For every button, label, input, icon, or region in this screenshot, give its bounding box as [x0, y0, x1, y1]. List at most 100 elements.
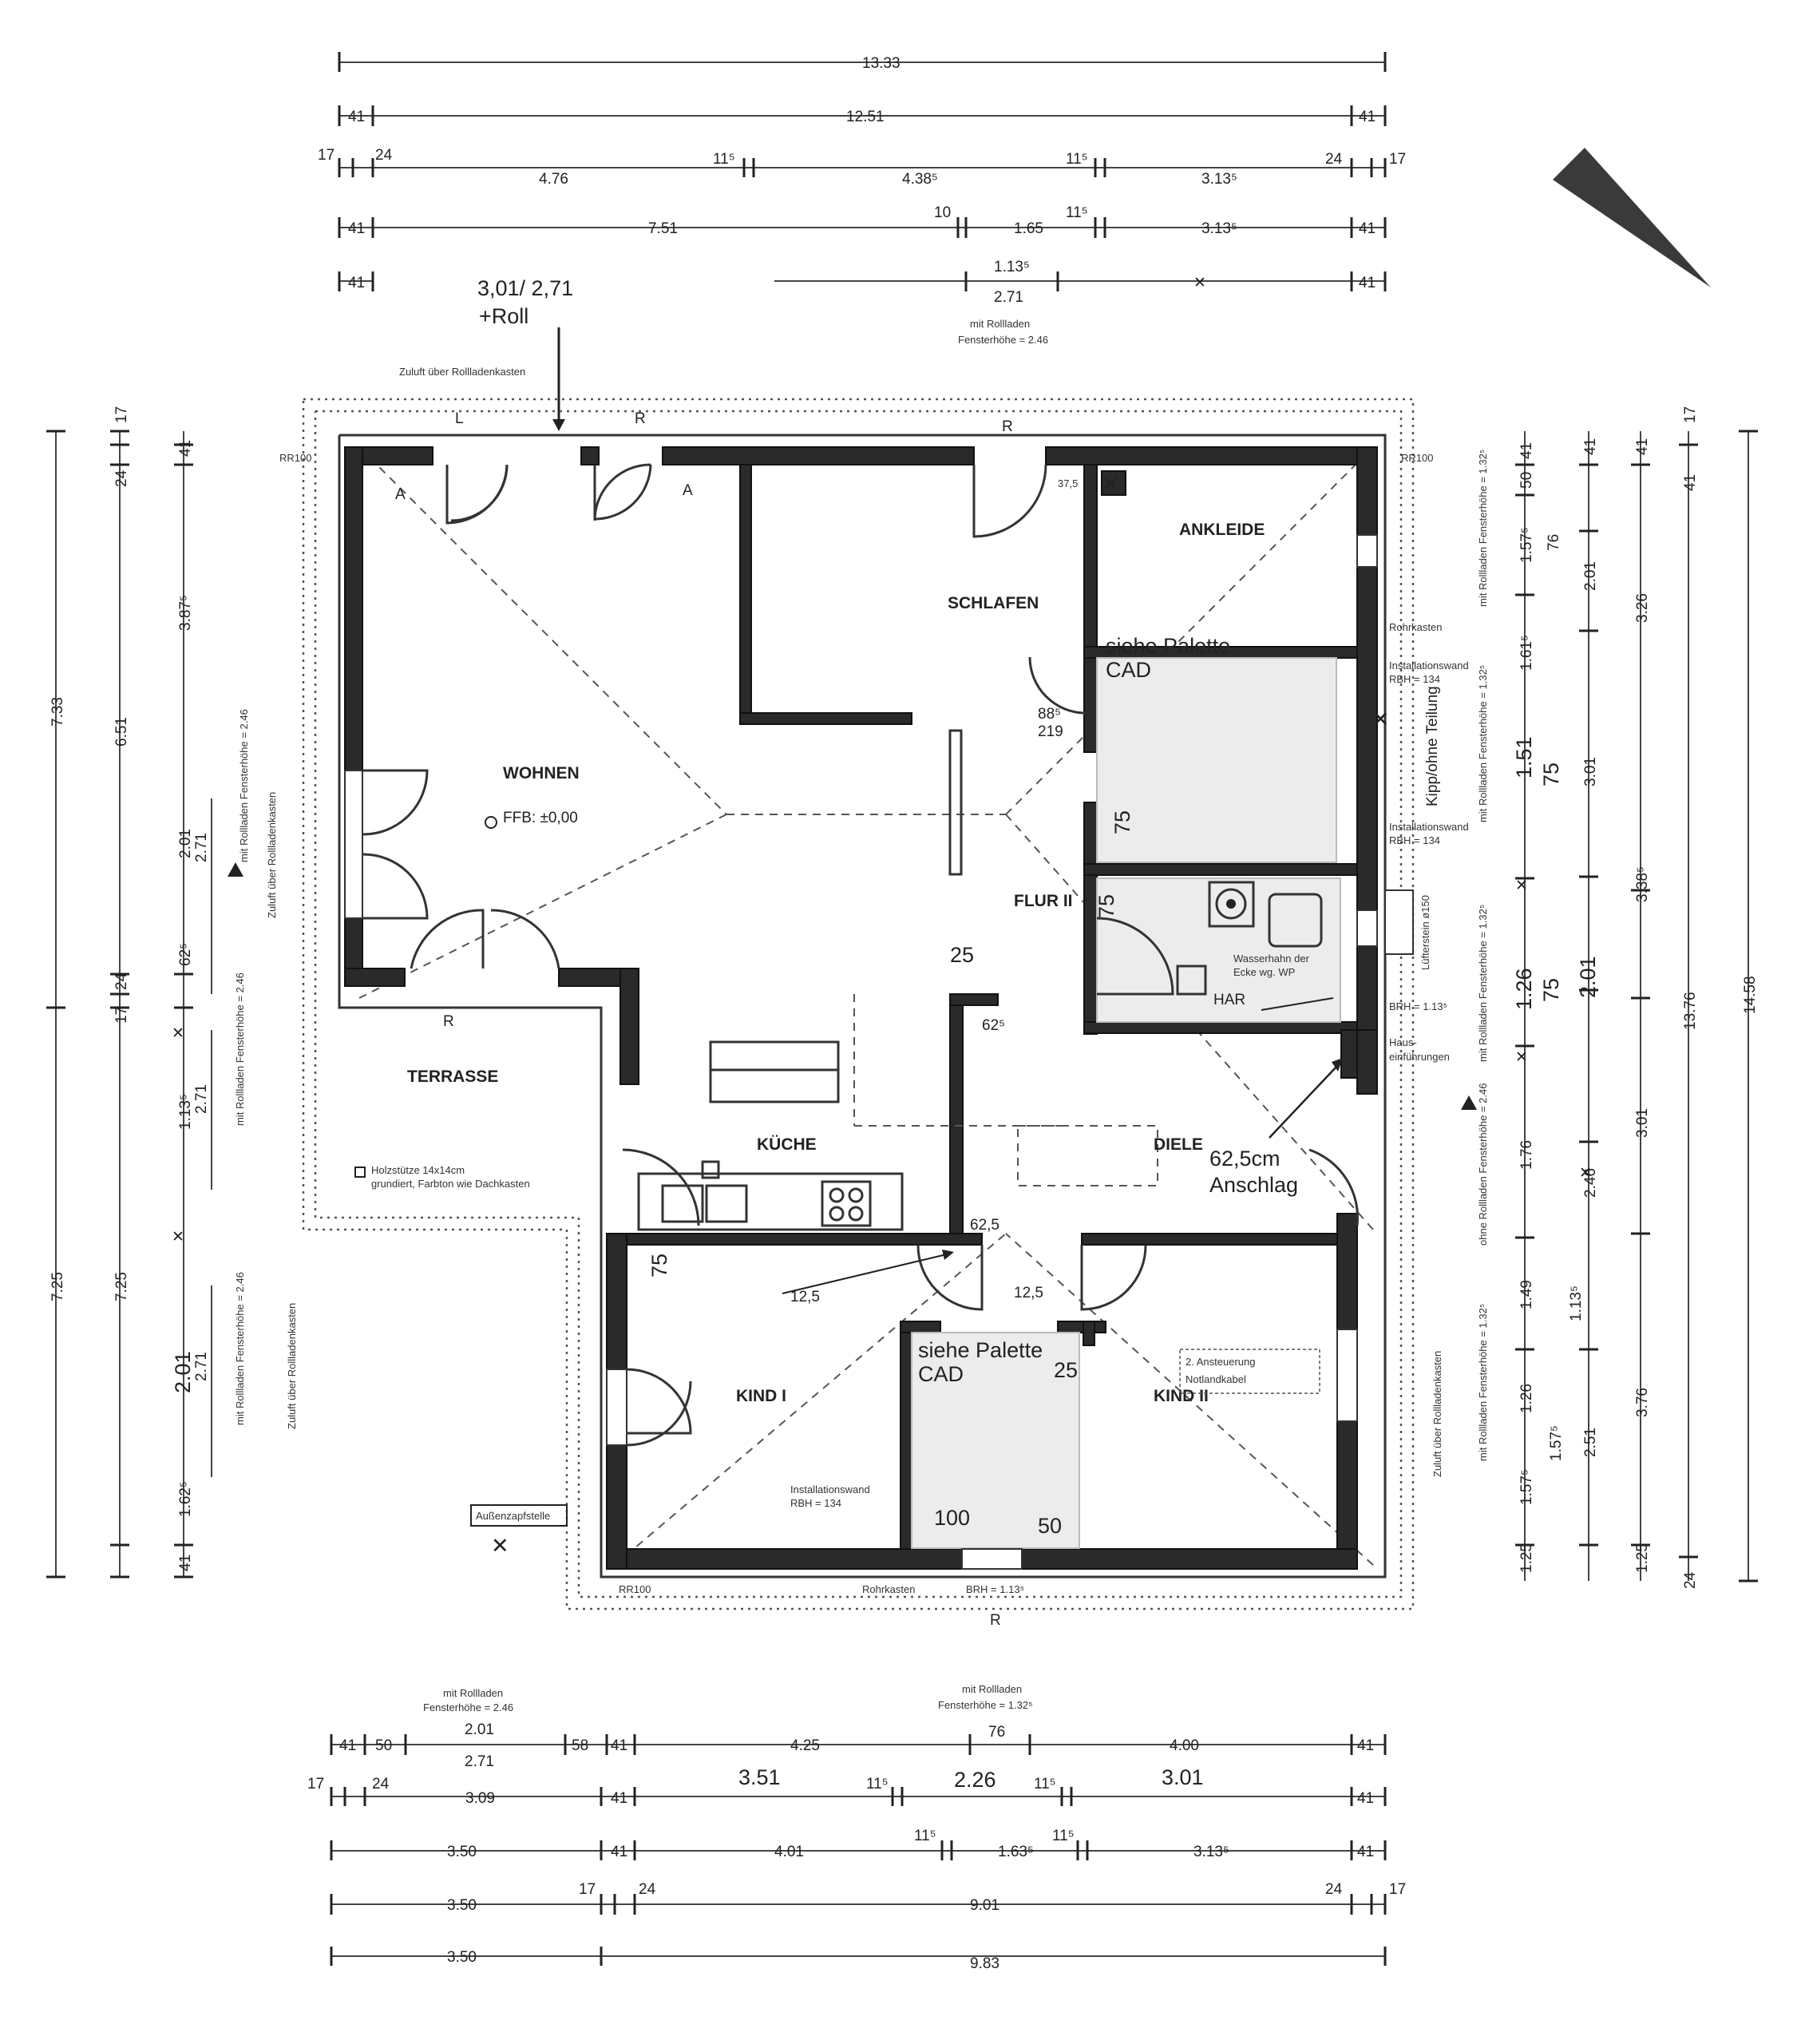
hausein-label-2: einführungen: [1389, 1051, 1450, 1063]
x-marker-1: ✕: [1102, 472, 1120, 496]
dim-b3-b: 41: [611, 1844, 627, 1860]
dim-b4-f: 17: [1389, 1881, 1406, 1898]
dim-l-271b: 2.71: [193, 1084, 210, 1114]
dim-r-41b: 1.25: [1634, 1543, 1651, 1573]
ffb-label: FFB: ±0,00: [503, 810, 578, 826]
anschlag-label: 62,5cm: [1209, 1147, 1281, 1171]
dim-b2-b: 24: [372, 1776, 390, 1792]
dim-r3-149: 1.49: [1518, 1280, 1535, 1309]
dim-t5-x: ✕: [1193, 275, 1206, 291]
dim-inner-width: 12.51: [846, 109, 885, 125]
dim-right-outer-1: 14.58: [1742, 976, 1759, 1014]
right-window-note-2: mit Rollladen Fensterhöhe = 1.32⁵: [1477, 665, 1489, 822]
zapfstelle-label: Außenzapfstelle: [476, 1510, 550, 1522]
dim-l-3875: 3.87⁵: [177, 595, 194, 631]
nachricht-note: 2. Ansteuerung: [1186, 1356, 1255, 1368]
left-window-note-2: mit Rollladen Fensterhöhe = 2.46: [234, 972, 246, 1126]
wall-letter-r1: R: [635, 410, 646, 427]
cad-label-1: CAD: [1106, 658, 1151, 682]
left-window-note-3: mit Rollladen Fensterhöhe = 2.46: [234, 1272, 246, 1425]
dim-b3-a: 3.50: [447, 1844, 477, 1860]
dim-50: 50: [1038, 1514, 1062, 1538]
dim-b4-a: 3.50: [447, 1897, 477, 1914]
dim-t3-b: 24: [375, 147, 393, 164]
dim-b1-d: 58: [572, 1737, 588, 1754]
dim-left-inner-2: 7.25: [113, 1272, 130, 1301]
dim-t3-g: 3.13⁵: [1201, 171, 1237, 188]
dim-625: 62,5: [970, 1217, 999, 1234]
dim-b1-i: 41: [1357, 1737, 1374, 1754]
wall-letter-a1: A: [395, 486, 406, 503]
room-kueche: KÜCHE: [757, 1135, 817, 1154]
dim-75a: 75: [1110, 810, 1134, 834]
rohrkasten-bottom: Rohrkasten: [862, 1583, 915, 1595]
windows: [344, 534, 1414, 1570]
wall-letter-l: L: [455, 410, 464, 427]
dim-t3-c: 4.76: [539, 171, 568, 188]
x-markers: ✕ ✕ ✕: [491, 472, 1390, 1558]
dim-t4-d: 11⁵: [1066, 204, 1088, 221]
dim-r3-41b: 1.25: [1518, 1543, 1535, 1573]
dim-125: 12,5: [790, 1289, 820, 1305]
install-label-1b: RBH = 134: [1389, 673, 1440, 685]
dim-t3-h: 24: [1325, 151, 1343, 168]
dim-l-625: 62⁵: [177, 943, 194, 966]
dim-b2-i: 3.01: [1162, 1765, 1204, 1789]
dim-b2-a: 17: [307, 1776, 324, 1792]
left-dimension-chains: 7.33 7.25 17 24 6.51 24 17 7.25 41 3.87⁵…: [46, 406, 298, 1579]
dim-r3-1575b: 1.57⁵: [1548, 1425, 1565, 1461]
dim-r3-1135: 1.13⁵: [1568, 1285, 1585, 1321]
dim-b2-h: 11⁵: [1034, 1776, 1056, 1792]
dim-l-1625: 1.62⁵: [177, 1481, 194, 1517]
hwr-area: [1096, 877, 1341, 1023]
dim-t4-a: 7.51: [648, 220, 678, 237]
dim-left-inner-1: 6.51: [113, 717, 130, 747]
hausein-label: Haus-: [1389, 1036, 1417, 1048]
room-har: HAR: [1213, 992, 1245, 1008]
bottom-note-1b: Fensterhöhe = 2.46: [423, 1701, 513, 1713]
dim-t5-b: 2.71: [994, 289, 1023, 306]
roll-height-label: 3,01/ 2,71: [477, 276, 573, 300]
dim-l-201b: 2.01: [171, 1351, 195, 1393]
install-label-3: Installationswand: [790, 1483, 870, 1495]
room-diele: DIELE: [1154, 1135, 1203, 1154]
room-ankleide: ANKLEIDE: [1179, 521, 1265, 539]
wp-note: Wasserhahn der: [1233, 953, 1310, 965]
rr100-label-2: RR100: [1401, 452, 1433, 464]
dim-b4-c: 24: [639, 1881, 656, 1898]
zuluft-top: Zuluft über Rollladenkasten: [399, 366, 525, 378]
wall-letter-a2: A: [683, 482, 693, 499]
dim-r3-1575: 1.57⁵: [1518, 527, 1535, 563]
dim-r-x3: ✕: [1515, 877, 1528, 894]
dim-b3-f: 11⁵: [1052, 1828, 1075, 1844]
dim-l-41b: 41: [177, 1555, 194, 1571]
dim-r3-76: 76: [1546, 534, 1562, 551]
dim-b2-j: 41: [1357, 1790, 1374, 1807]
x-marker-2: ✕: [1372, 707, 1390, 731]
install-label-1: Installationswand: [1389, 660, 1469, 671]
dim-r2-201b: 2.01: [1576, 956, 1600, 998]
dim-b4-b: 17: [579, 1881, 596, 1898]
dim-b4-e: 24: [1325, 1881, 1343, 1898]
room-kind1: KIND I: [736, 1387, 786, 1405]
brh-bottom: BRH = 1.13⁵: [966, 1583, 1024, 1595]
roof-outline: [302, 398, 1415, 1610]
room-schlafen: SCHLAFEN: [948, 594, 1039, 612]
dim-l-201: 2.01: [177, 829, 194, 858]
luefter-label: Lüfterstein ø150: [1419, 895, 1431, 970]
dim-r3-126: 1.26: [1512, 968, 1536, 1010]
brh-right: BRH = 1.13⁵: [1389, 1000, 1447, 1012]
dim-b5-b: 9.83: [970, 1955, 999, 1972]
dim-b3-e: 1.63⁵: [998, 1844, 1034, 1860]
dim-r-326: 3.26: [1634, 593, 1651, 623]
door-88: 88⁵: [1038, 706, 1061, 723]
right-window-note-1: mit Rollladen Fensterhöhe = 1.32⁵: [1477, 450, 1489, 607]
dim-b1-b: 50: [375, 1737, 392, 1754]
kitchen-furniture: [637, 1040, 904, 1231]
x-marker-3: ✕: [491, 1534, 509, 1558]
dim-25b: 25: [1054, 1358, 1078, 1382]
misc-labels: siehe Palette CAD siehe Palette CAD Inst…: [279, 410, 1469, 1629]
stair-hatch: [853, 729, 1158, 1186]
dim-t4-wall-r: 41: [1359, 220, 1376, 237]
room-labels: WOHNEN FFB: ±0,00 SCHLAFEN ANKLEIDE FLUR…: [407, 521, 1265, 1405]
